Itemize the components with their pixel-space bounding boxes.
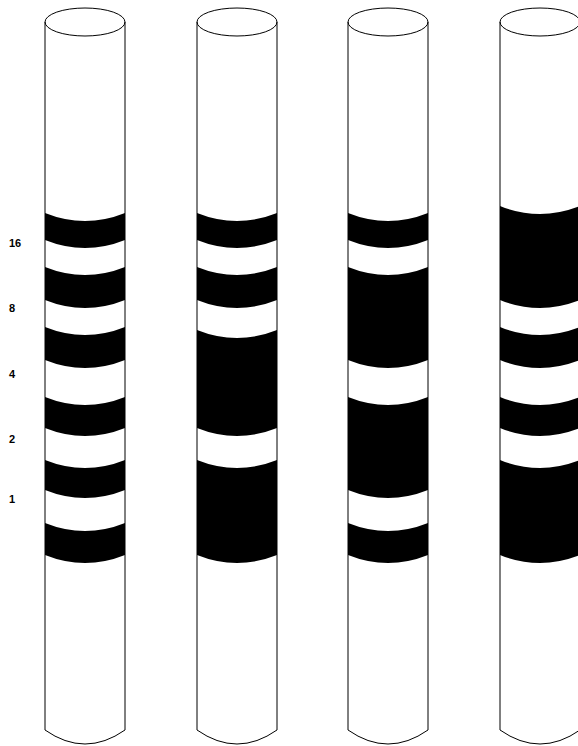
- scale-label: 4: [9, 368, 15, 380]
- tube-outlines: [45, 8, 578, 744]
- scale-label: 2: [9, 433, 15, 445]
- scale-label: 8: [9, 302, 15, 314]
- scale-label: 1: [9, 493, 15, 505]
- scale-label: 16: [9, 237, 21, 249]
